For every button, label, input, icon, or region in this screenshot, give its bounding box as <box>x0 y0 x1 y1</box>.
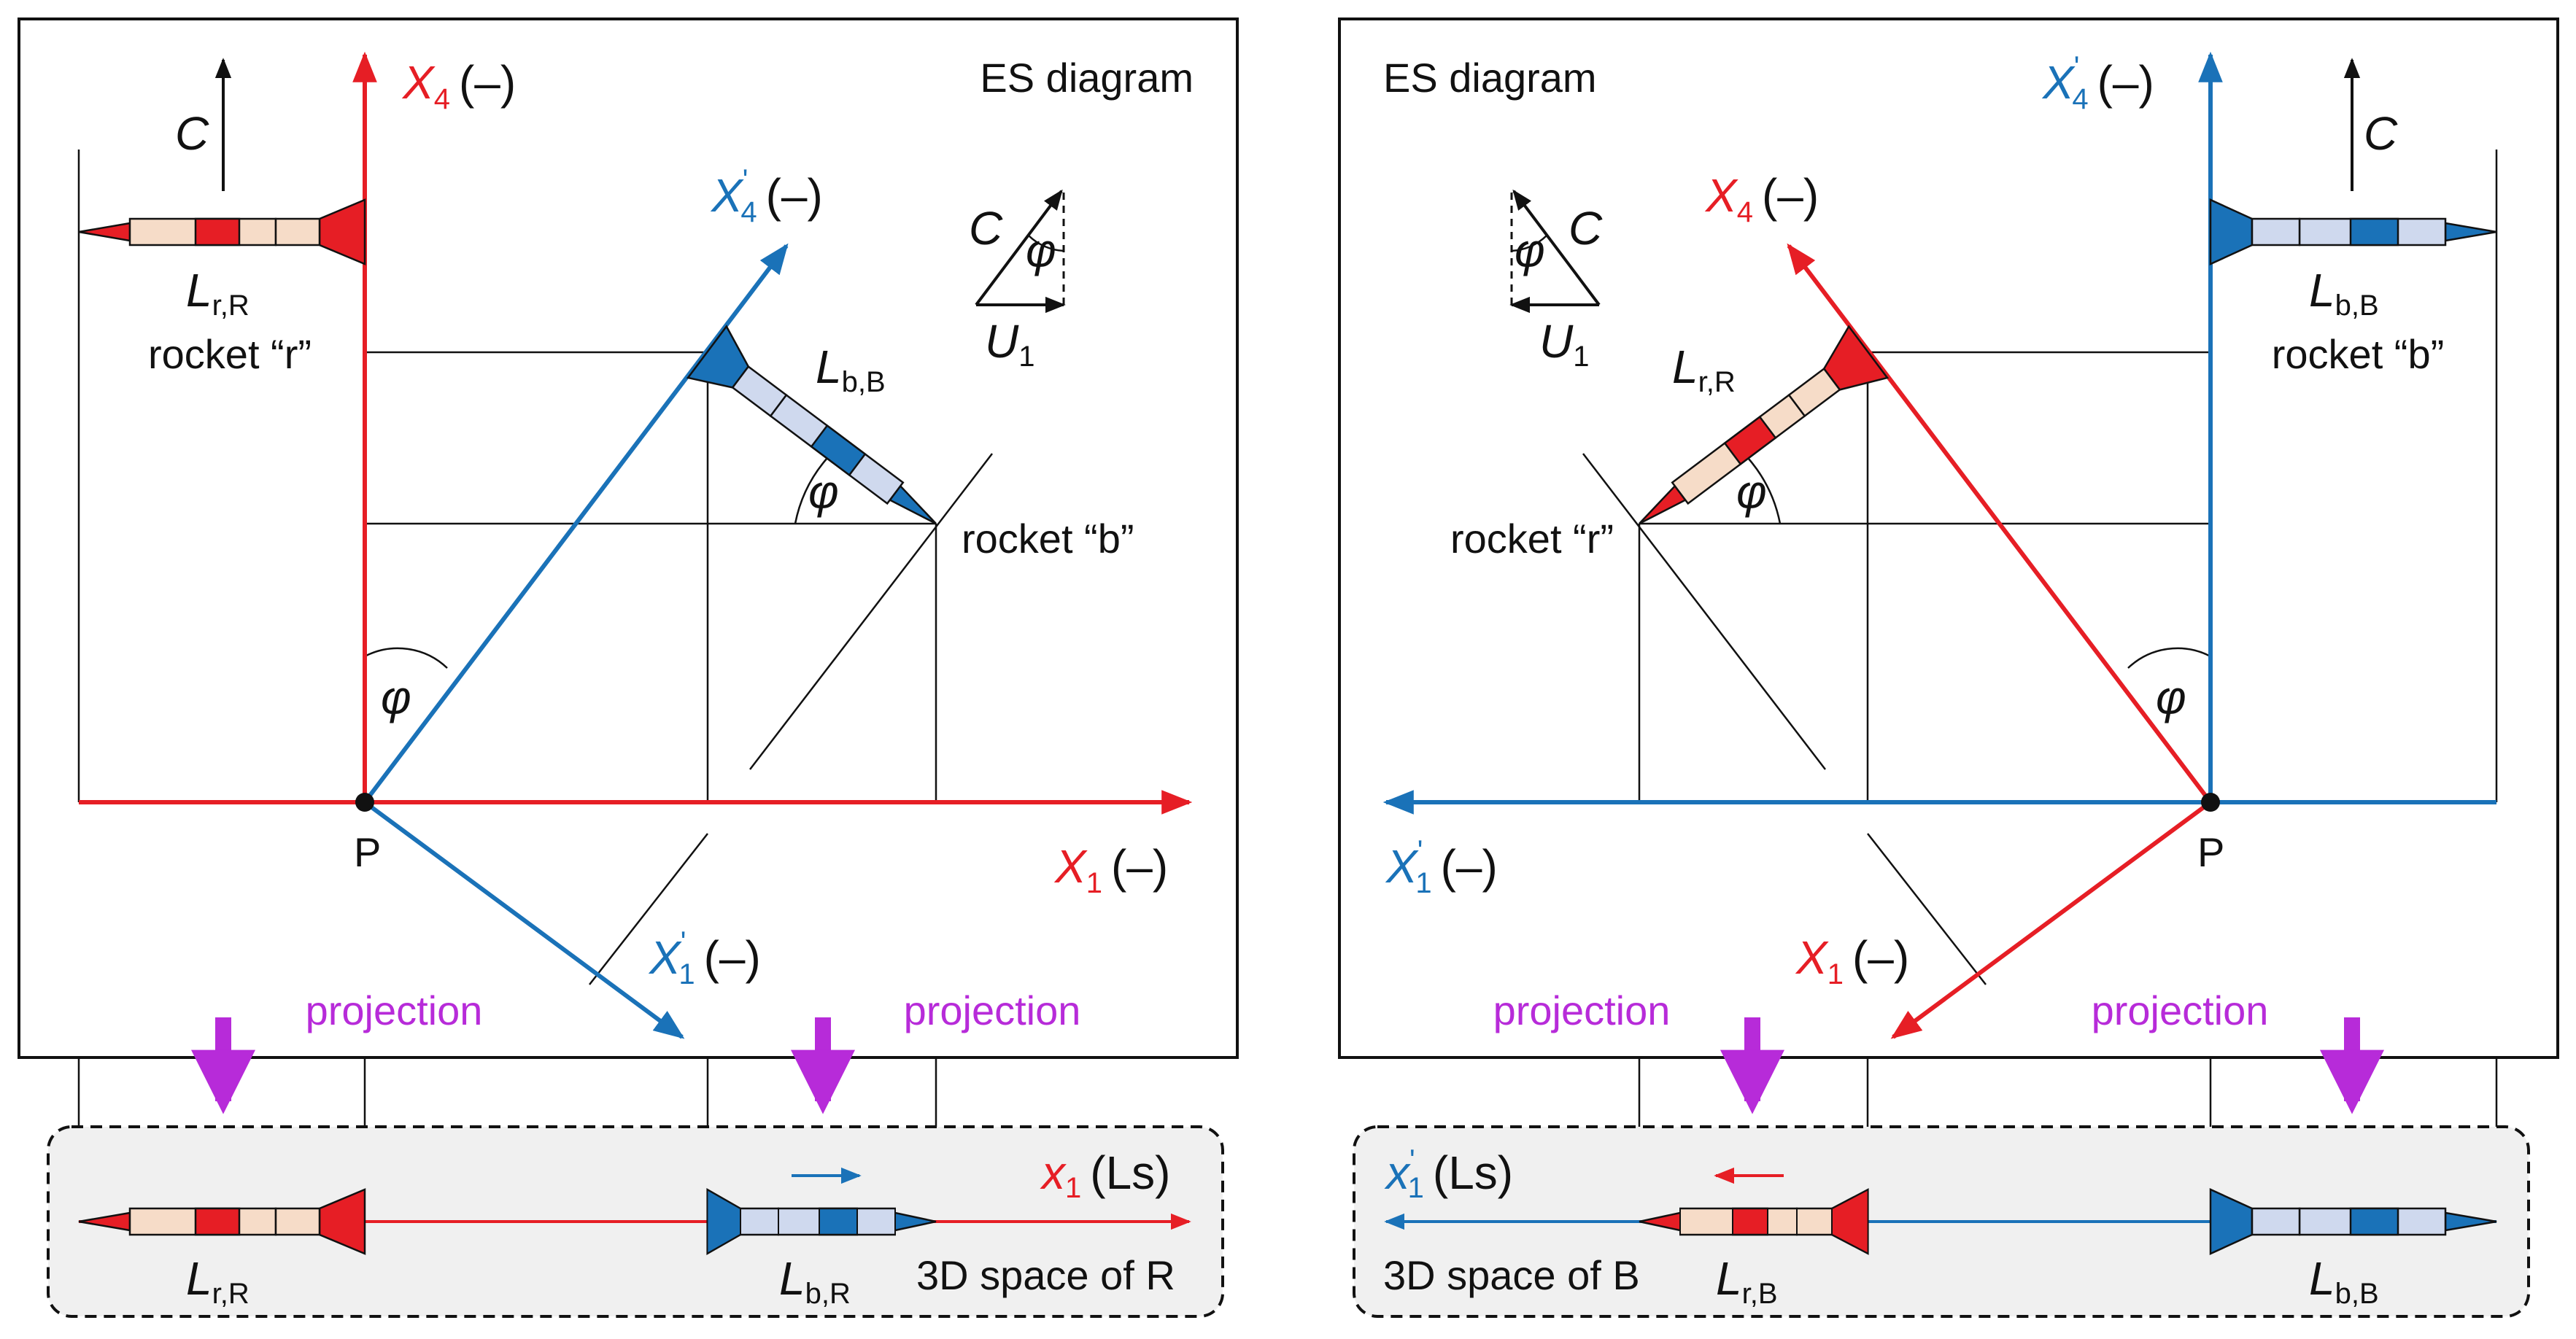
left-space-r-length: Lr,R <box>186 1252 250 1310</box>
right-x1-axis <box>1890 800 2212 1039</box>
right-x1-prime-label: X'1(–) <box>1385 835 1498 899</box>
right-rocket-r-name: rocket “r” <box>1450 516 1614 562</box>
right-x1-label: X1(–) <box>1795 931 1909 990</box>
left-phi-arc-lower <box>364 647 448 669</box>
left-panel: ES diagram C <box>18 18 1239 1318</box>
right-rocket-b-length: Lb,B <box>2309 264 2379 322</box>
left-space-rocket-b <box>706 1188 937 1255</box>
left-rocket-r <box>78 198 366 265</box>
right-es-diagram-frame <box>1338 18 2559 1059</box>
left-origin-point <box>355 793 374 812</box>
left-x4-prime-label: X'4(–) <box>710 164 823 228</box>
left-rocket-b <box>686 325 937 525</box>
left-rocket-b-length: Lb,B <box>816 341 886 398</box>
right-space-rocket-b <box>2209 1188 2497 1255</box>
right-phi-arc-lower <box>2127 647 2211 669</box>
right-phi-lower: φ <box>2156 671 2186 723</box>
right-x4-axis <box>1787 243 2213 804</box>
right-rocket-b-name: rocket “b” <box>2272 331 2445 377</box>
left-x4-label: X4(–) <box>401 56 516 115</box>
left-c-label: C <box>175 107 209 160</box>
right-projection-label-b: projection <box>2092 987 2269 1033</box>
left-inset-c: C <box>969 202 1003 255</box>
left-velocity-inset: C φ U1 <box>969 189 1066 373</box>
left-x1-prime-label: X'1(–) <box>648 926 761 990</box>
left-x4-prime-axis <box>363 243 789 804</box>
right-space-rocket-r <box>1639 1188 1869 1255</box>
right-space-b-length: Lb,B <box>2309 1252 2379 1310</box>
left-rocket-b-name: rocket “b” <box>962 516 1134 562</box>
left-x1-prime-axis <box>363 800 685 1039</box>
left-construction-lines <box>77 150 993 1127</box>
right-phi-arc-upper <box>1747 457 1782 524</box>
left-phi-lower: φ <box>381 671 411 723</box>
left-projection-label-b: projection <box>904 987 1081 1033</box>
right-inset-c: C <box>1569 202 1603 255</box>
right-inset-phi: φ <box>1515 224 1545 276</box>
left-x1-label: X1(–) <box>1053 840 1168 899</box>
left-title: ES diagram <box>980 55 1194 101</box>
left-es-diagram-frame <box>18 18 1239 1059</box>
right-space-r-length: Lr,B <box>1716 1252 1778 1310</box>
right-inset-u: U1 <box>1539 315 1589 373</box>
right-rocket-r-length: Lr,R <box>1672 341 1736 398</box>
left-space-axis-label: x1(Ls) <box>1040 1146 1170 1204</box>
right-c-label: C <box>2364 107 2398 160</box>
left-space-rocket-r <box>78 1188 366 1255</box>
left-space-caption: 3D space of R <box>916 1252 1175 1298</box>
right-space-axis-label: x'1(Ls) <box>1384 1144 1513 1204</box>
right-point-label: P <box>2197 829 2224 875</box>
left-space-b-length: Lb,R <box>779 1252 851 1310</box>
left-inset-phi: φ <box>1026 224 1056 276</box>
right-velocity-inset: C φ U1 <box>1509 189 1603 373</box>
right-panel: ES diagram C Lb <box>1338 18 2559 1318</box>
right-origin-point <box>2201 793 2220 812</box>
left-rocket-r-length: Lr,R <box>186 264 250 322</box>
right-space-caption: 3D space of B <box>1383 1252 1640 1298</box>
right-title: ES diagram <box>1383 55 1597 101</box>
right-x4-prime-label: X'4(–) <box>2041 51 2154 115</box>
left-rocket-r-name: rocket “r” <box>148 331 312 377</box>
right-x4-label: X4(–) <box>1704 169 1819 228</box>
left-projection-label-a: projection <box>306 987 483 1033</box>
right-construction-lines <box>1582 150 2498 1127</box>
left-phi-arc-upper <box>794 457 828 524</box>
right-rocket-b <box>2209 198 2497 265</box>
right-rocket-r <box>1639 325 1890 525</box>
left-point-label: P <box>354 829 381 875</box>
right-projection-label-a: projection <box>1493 987 1671 1033</box>
left-inset-u: U1 <box>985 315 1034 373</box>
left-phi-upper: φ <box>808 465 839 518</box>
right-phi-upper: φ <box>1736 465 1767 518</box>
